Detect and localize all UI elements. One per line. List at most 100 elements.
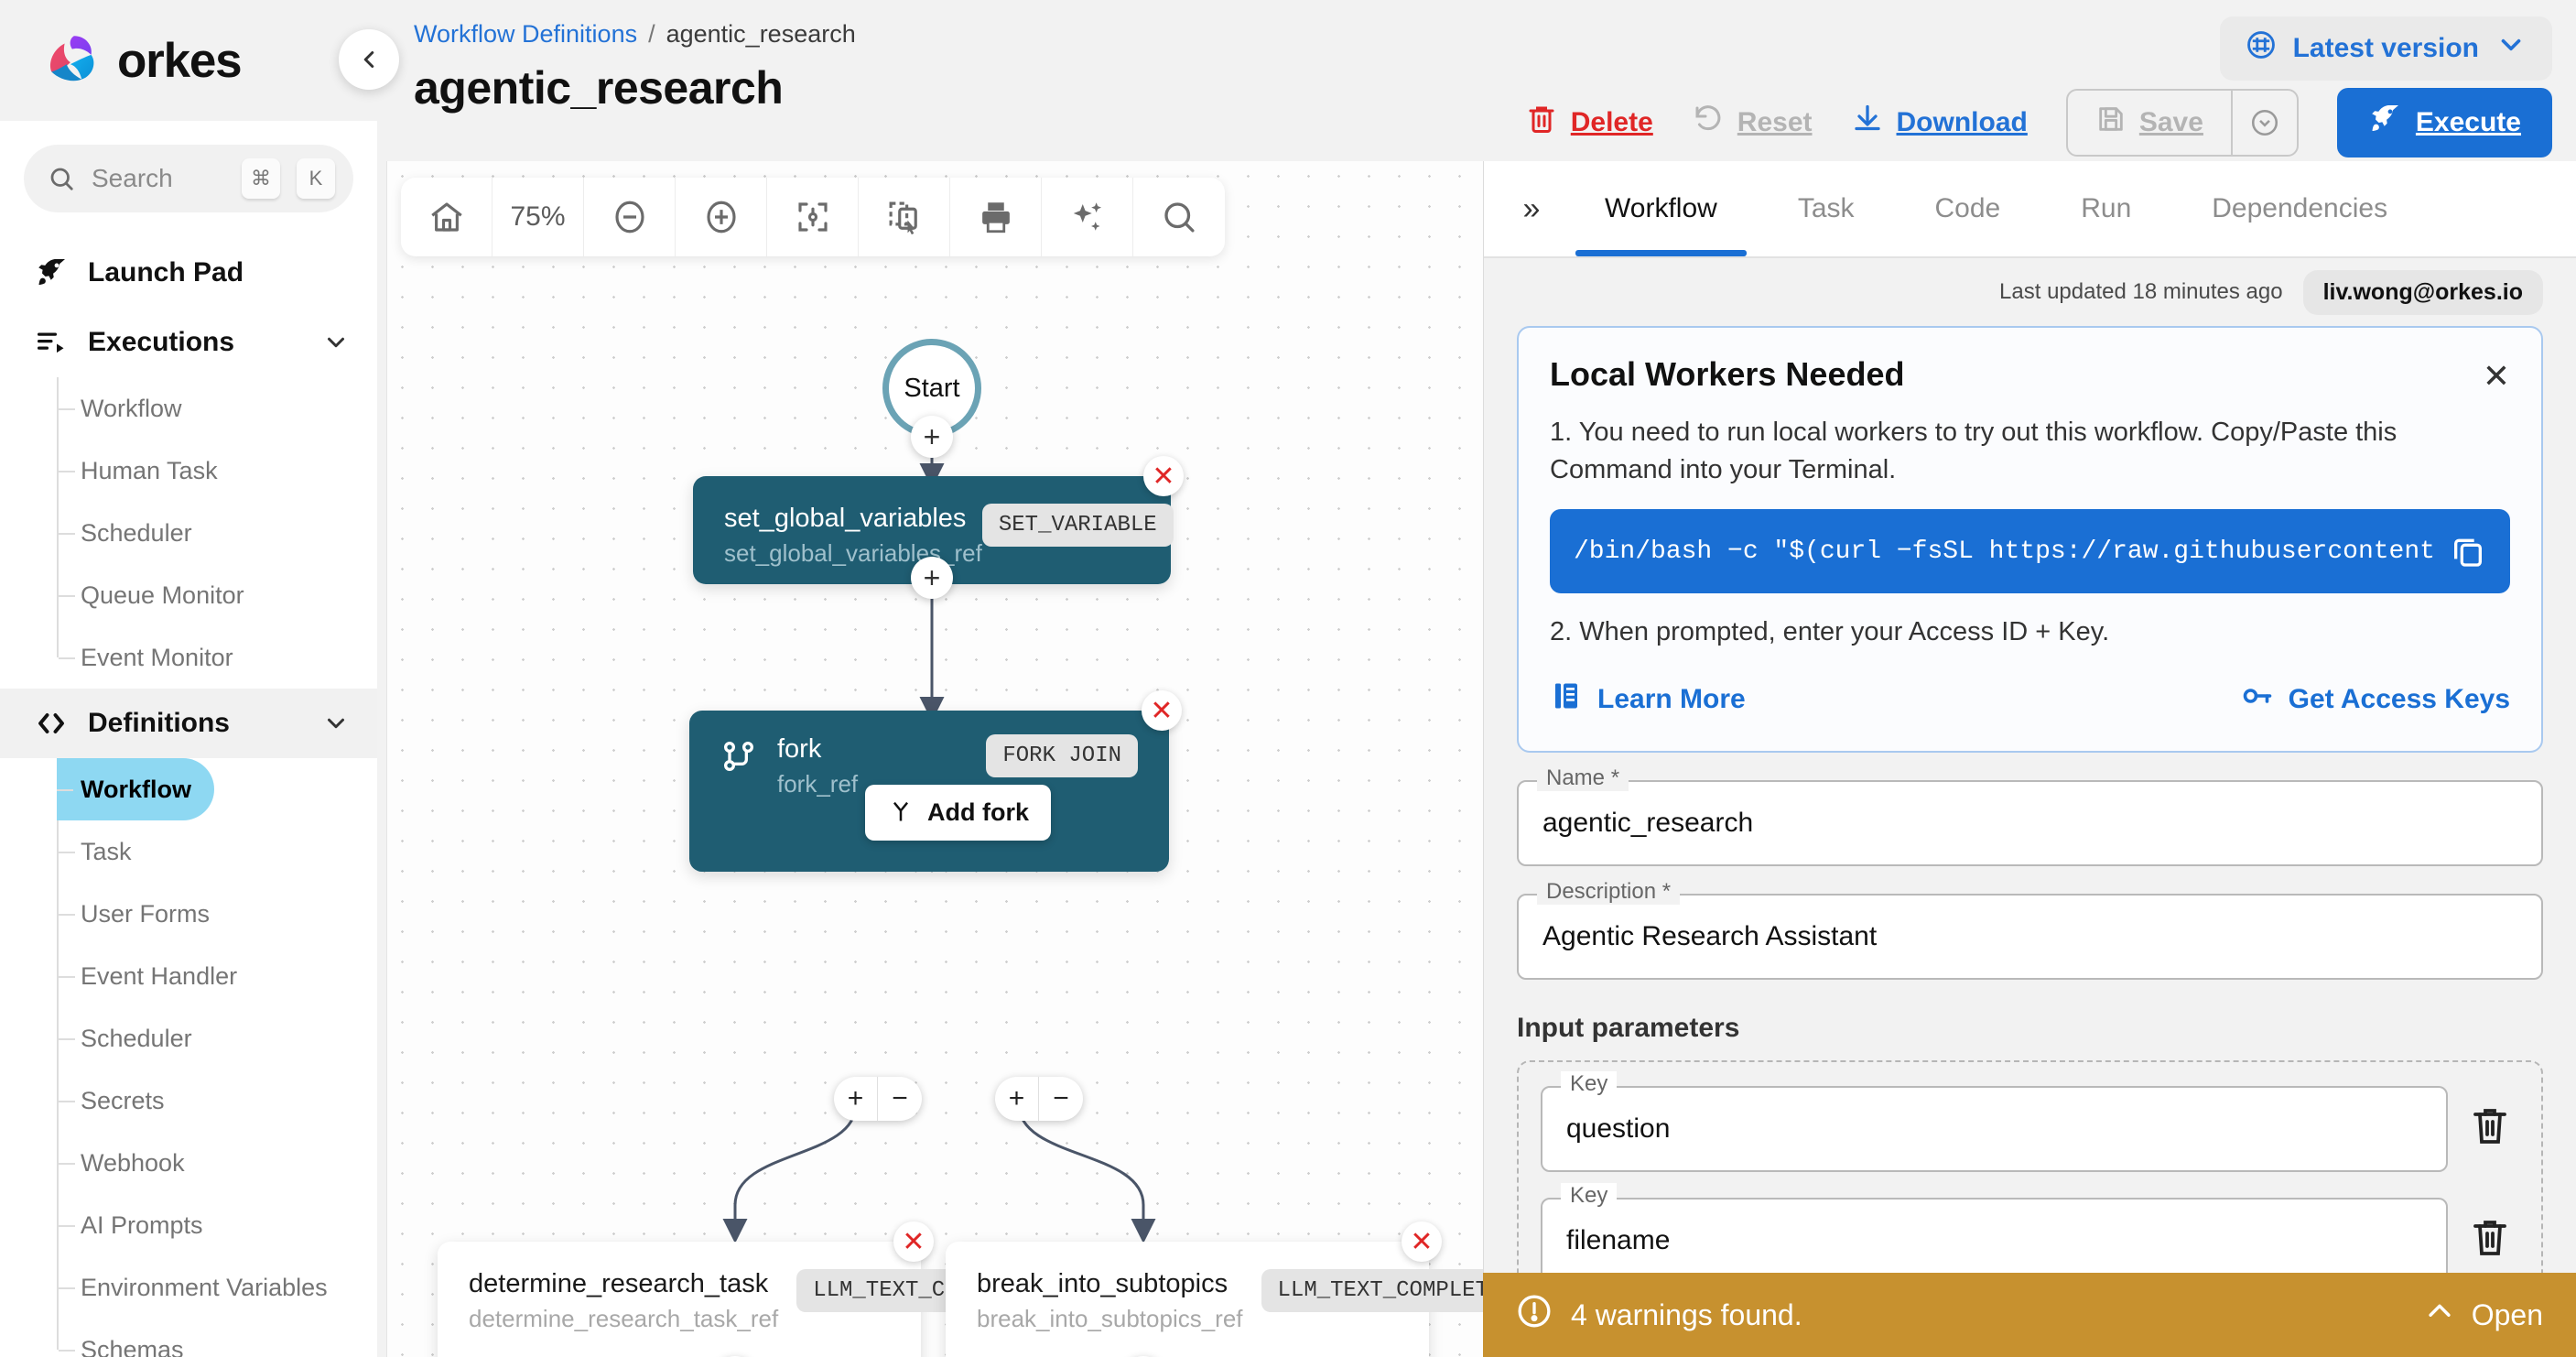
fork-branch-1-add-button[interactable]: + (834, 1077, 878, 1121)
sidebar-subitem-user-forms[interactable]: User Forms (59, 883, 377, 945)
learn-more-link[interactable]: Learn More (1550, 679, 1746, 720)
version-selector[interactable]: Latest version (2220, 16, 2552, 81)
sidebar-item-executions[interactable]: Executions (0, 308, 377, 377)
sidebar-subitem-task[interactable]: Task (59, 820, 377, 883)
get-access-keys-label: Get Access Keys (2289, 684, 2510, 715)
sidebar-subitem-label: Event Monitor (81, 644, 233, 672)
fork-branch-2-add-button[interactable]: + (995, 1077, 1039, 1121)
panel-expand-icon[interactable]: » (1499, 191, 1564, 227)
node-ref: determine_research_task_ref (469, 1305, 778, 1333)
fork-branch-2-remove-button[interactable]: − (1039, 1077, 1083, 1121)
tab-task[interactable]: Task (1758, 161, 1895, 256)
delete-param-1-icon[interactable] (2468, 1103, 2519, 1155)
sidebar-subitem-webhook[interactable]: Webhook (59, 1132, 377, 1194)
execute-label: Execute (2416, 107, 2521, 137)
chevron-down-icon (322, 329, 350, 356)
delete-param-2-icon[interactable] (2468, 1215, 2519, 1266)
executions-sublist: Workflow Human Task Scheduler Queue Moni… (0, 377, 377, 689)
kbd-cmd: ⌘ (242, 158, 280, 199)
add-node-after-set-global-variables-button[interactable]: + (911, 557, 953, 599)
search-input[interactable]: Search ⌘ K (24, 145, 353, 212)
download-button[interactable]: Download (1851, 103, 2028, 143)
add-fork-button[interactable]: Add fork (865, 785, 1051, 841)
executions-icon (35, 326, 68, 359)
sidebar-subitem-schemas[interactable]: Schemas (59, 1319, 377, 1357)
command-copy-box[interactable]: /bin/bash −c "$(curl −fsSL https://raw.g… (1550, 509, 2510, 593)
workflow-node-fork[interactable]: fork fork_ref FORK JOIN Add fork ✕ (689, 711, 1169, 872)
warnings-open-label: Open (2472, 1298, 2543, 1332)
sidebar-subitem-secrets[interactable]: Secrets (59, 1069, 377, 1132)
last-updated-label: Last updated 18 minutes ago (1999, 279, 2283, 305)
sidebar-subitem-event-handler[interactable]: Event Handler (59, 945, 377, 1007)
tab-label: Task (1798, 193, 1855, 224)
sidebar-subitem-environment-variables[interactable]: Environment Variables (59, 1256, 377, 1319)
workflow-canvas[interactable]: 75% (386, 161, 1483, 1357)
node-ref: break_into_subtopics_ref (977, 1305, 1243, 1333)
workflow-node-break-into-subtopics[interactable]: break_into_subtopics break_into_subtopic… (946, 1242, 1429, 1357)
add-node-after-start-button[interactable]: + (911, 416, 953, 458)
tab-code[interactable]: Code (1895, 161, 2041, 256)
tab-workflow[interactable]: Workflow (1564, 161, 1758, 256)
sidebar-subitem-label: Workflow (81, 395, 182, 423)
tab-dependencies[interactable]: Dependencies (2171, 161, 2428, 256)
workflow-description-value[interactable]: Agentic Research Assistant (1517, 894, 2543, 980)
book-icon (1550, 679, 1583, 720)
chevron-down-icon (2495, 29, 2527, 68)
chevron-down-icon (322, 710, 350, 737)
sidebar-subitem-scheduler[interactable]: Scheduler (59, 502, 377, 564)
rocket-icon (2368, 103, 2401, 143)
execute-button[interactable]: Execute (2337, 88, 2552, 157)
delete-node-icon[interactable]: ✕ (893, 1221, 934, 1262)
brand-name: orkes (117, 33, 241, 89)
workflow-name-field[interactable]: Name * agentic_research (1517, 780, 2543, 866)
sidebar-subitem-label: Scheduler (81, 1025, 192, 1053)
delete-button[interactable]: Delete (1525, 103, 1653, 143)
sidebar-item-label: Launch Pad (88, 257, 244, 288)
fork-branch-1-remove-button[interactable]: − (878, 1077, 922, 1121)
sidebar-subitem-ai-prompts[interactable]: AI Prompts (59, 1194, 377, 1256)
user-chip: liv.wong@orkes.io (2303, 270, 2543, 315)
param-key-field-1[interactable]: Key question (1541, 1086, 2448, 1172)
tab-run[interactable]: Run (2040, 161, 2171, 256)
sidebar-subitem-definitions-workflow[interactable]: Workflow (57, 758, 214, 820)
sidebar-subitem-label: Task (81, 838, 132, 866)
sidebar-item-definitions[interactable]: Definitions (0, 689, 377, 758)
sidebar-subitem-executions-workflow[interactable]: Workflow (59, 377, 377, 440)
sidebar-subitem-label: Secrets (81, 1087, 165, 1115)
sidebar-subitem-label: Human Task (81, 457, 218, 485)
workflow-node-determine-research-task[interactable]: determine_research_task determine_resear… (438, 1242, 921, 1357)
sidebar-subitem-queue-monitor[interactable]: Queue Monitor (59, 564, 377, 626)
sidebar-subitem-event-monitor[interactable]: Event Monitor (59, 626, 377, 689)
warnings-bar[interactable]: 4 warnings found. Open (1483, 1273, 2576, 1357)
input-parameters-container: Key question Key filename (1517, 1060, 2543, 1309)
delete-node-icon[interactable]: ✕ (1402, 1221, 1442, 1262)
workflow-description-field[interactable]: Description * Agentic Research Assistant (1517, 894, 2543, 980)
page-header: Workflow Definitions / agentic_research … (377, 0, 2576, 161)
reset-label: Reset (1737, 107, 1813, 137)
sidebar-nav: Launch Pad Executions Workflow Human Tas… (0, 222, 377, 1357)
sidebar-subitem-human-task[interactable]: Human Task (59, 440, 377, 502)
param-key-value[interactable]: question (1541, 1086, 2448, 1172)
delete-node-icon[interactable]: ✕ (1142, 690, 1182, 731)
copy-icon[interactable] (2450, 533, 2486, 570)
param-key-value[interactable]: filename (1541, 1198, 2448, 1284)
close-icon[interactable]: ✕ (2483, 357, 2510, 396)
panel-meta-row: Last updated 18 minutes ago liv.wong@ork… (1517, 258, 2543, 326)
delete-node-icon[interactable]: ✕ (1143, 456, 1184, 496)
save-dropdown-button[interactable] (2231, 91, 2297, 155)
param-row: Key filename (1541, 1198, 2519, 1284)
save-button[interactable]: Save (2068, 91, 2231, 155)
sidebar-collapse-button[interactable] (339, 29, 399, 90)
reset-button[interactable]: Reset (1692, 103, 1813, 143)
workflow-name-value[interactable]: agentic_research (1517, 780, 2543, 866)
breadcrumb-current: agentic_research (666, 20, 856, 49)
sidebar-item-launch-pad[interactable]: Launch Pad (0, 238, 377, 308)
fork-branch-1-controls: + − (834, 1077, 922, 1121)
info-card-step-1: 1. You need to run local workers to try … (1550, 414, 2510, 489)
param-key-field-2[interactable]: Key filename (1541, 1198, 2448, 1284)
sidebar-subitem-definitions-scheduler[interactable]: Scheduler (59, 1007, 377, 1069)
warnings-open-button[interactable]: Open (2424, 1296, 2543, 1334)
breadcrumb-root-link[interactable]: Workflow Definitions (414, 20, 637, 49)
tab-label: Dependencies (2212, 193, 2387, 224)
get-access-keys-link[interactable]: Get Access Keys (2241, 679, 2510, 720)
